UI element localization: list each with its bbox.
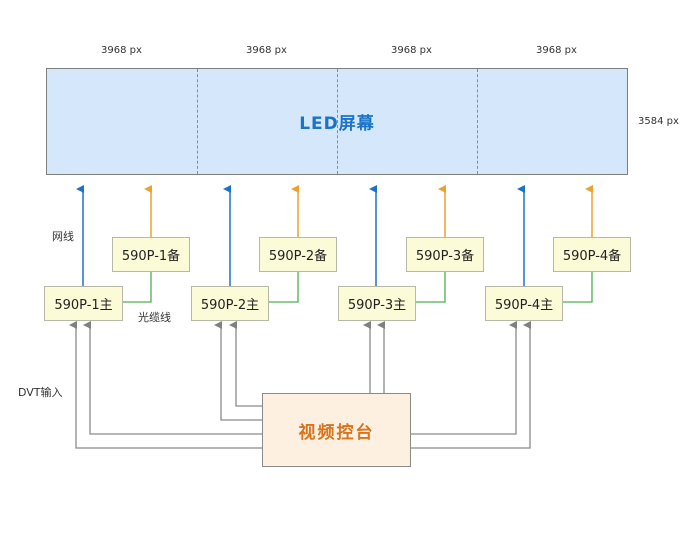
input-line-2a [214, 321, 262, 421]
backup-unit-4: 590P-4备 [553, 237, 631, 272]
fiber-line-1 [123, 272, 152, 303]
main-unit-4: 590P-4主 [485, 286, 563, 321]
segment-width-label-3: 3968 px [391, 45, 432, 56]
input-line-1b [83, 321, 262, 435]
input-line-1a [69, 321, 262, 449]
screen-divider [477, 69, 478, 174]
main-unit-3: 590P-3主 [338, 286, 416, 321]
input-line-4a [411, 321, 517, 435]
backup-unit-3: 590P-3备 [406, 237, 484, 272]
network-cable-label: 网线 [52, 230, 74, 243]
main-unit-1: 590P-1主 [44, 286, 123, 321]
backup-unit-1: 590P-1备 [112, 237, 190, 272]
led-screen-title: LED屏幕 [299, 114, 375, 134]
fiber-line-2 [269, 272, 299, 303]
dvi-input-label: DVT输入 [18, 386, 63, 399]
fiber-line-3 [416, 272, 446, 303]
segment-width-label-1: 3968 px [101, 45, 142, 56]
fiber-cable-label: 光缆线 [138, 311, 171, 324]
led-screen: LED屏幕 [46, 68, 628, 175]
input-line-2b [229, 321, 262, 407]
segment-width-label-4: 3968 px [536, 45, 577, 56]
segment-width-label-2: 3968 px [246, 45, 287, 56]
screen-divider [197, 69, 198, 174]
screen-height-label: 3584 px [638, 116, 679, 127]
video-console: 视频控台 [262, 393, 411, 467]
main-unit-2: 590P-2主 [191, 286, 269, 321]
fiber-line-4 [563, 272, 593, 303]
backup-unit-2: 590P-2备 [259, 237, 337, 272]
input-line-4b [411, 321, 531, 449]
screen-divider [337, 69, 338, 174]
